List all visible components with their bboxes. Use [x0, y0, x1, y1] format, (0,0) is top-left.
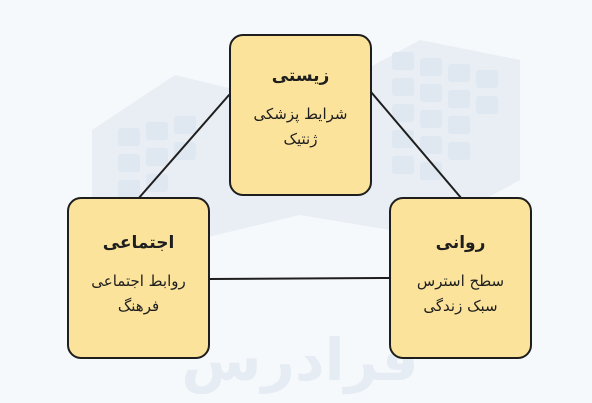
watermark-text: فرادرس: [181, 326, 418, 395]
watermark-tiles: [118, 52, 498, 198]
node-item: ژنتیک: [283, 130, 318, 148]
edge-social-psychological: [208, 277, 391, 280]
node-item: سطح استرس: [416, 272, 505, 290]
node-title: روانی: [435, 233, 486, 253]
node-social: اجتماعی روابط اجتماعی فرهنگ: [67, 197, 210, 359]
node-biological: زیستی شرایط پزشکی ژنتیک: [229, 34, 372, 196]
node-item: شرایط پزشکی: [253, 105, 348, 123]
edge-biological-psychological: [370, 91, 463, 200]
node-item: فرهنگ: [117, 297, 160, 315]
node-title: زیستی: [271, 66, 330, 86]
node-title: اجتماعی: [102, 233, 175, 253]
edge-biological-social: [137, 94, 230, 200]
node-item: سبک زندگی: [423, 297, 498, 315]
node-psychological: روانی سطح استرس سبک زندگی: [389, 197, 532, 359]
node-item: روابط اجتماعی: [91, 272, 186, 290]
